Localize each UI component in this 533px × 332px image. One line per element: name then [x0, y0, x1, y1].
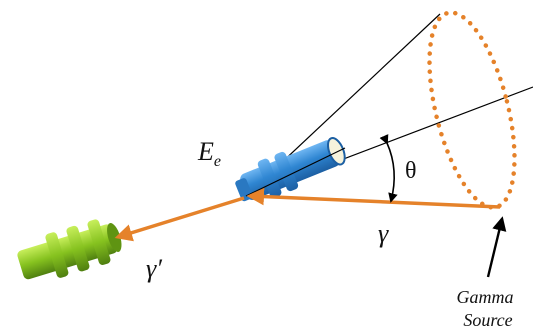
electron-energy-subscript: e	[214, 153, 221, 170]
source-pointer-arrow	[486, 216, 507, 278]
photon-detector-ring	[87, 219, 111, 265]
incident-photon-label: γ	[378, 219, 389, 248]
incident-gamma-beam	[246, 187, 501, 209]
electron-detector-ring	[257, 158, 282, 198]
scattered-gamma-beam	[114, 196, 245, 242]
photon-detector	[17, 219, 122, 280]
cone-circle-dotted	[427, 10, 517, 210]
scattered-photon-label: γ′	[146, 254, 162, 283]
photon-detector-ring	[66, 225, 90, 272]
photon-detector-face	[107, 223, 122, 252]
photon-detector-ring	[45, 232, 69, 278]
electron-detector-ring	[274, 151, 299, 192]
angle-arc	[379, 134, 398, 203]
gamma-source-label-line1: Gamma	[457, 287, 514, 307]
gamma-source-label-line2: Source	[463, 310, 512, 330]
electron-energy-label: Ee	[197, 137, 221, 170]
angle-label: θ	[405, 158, 417, 184]
